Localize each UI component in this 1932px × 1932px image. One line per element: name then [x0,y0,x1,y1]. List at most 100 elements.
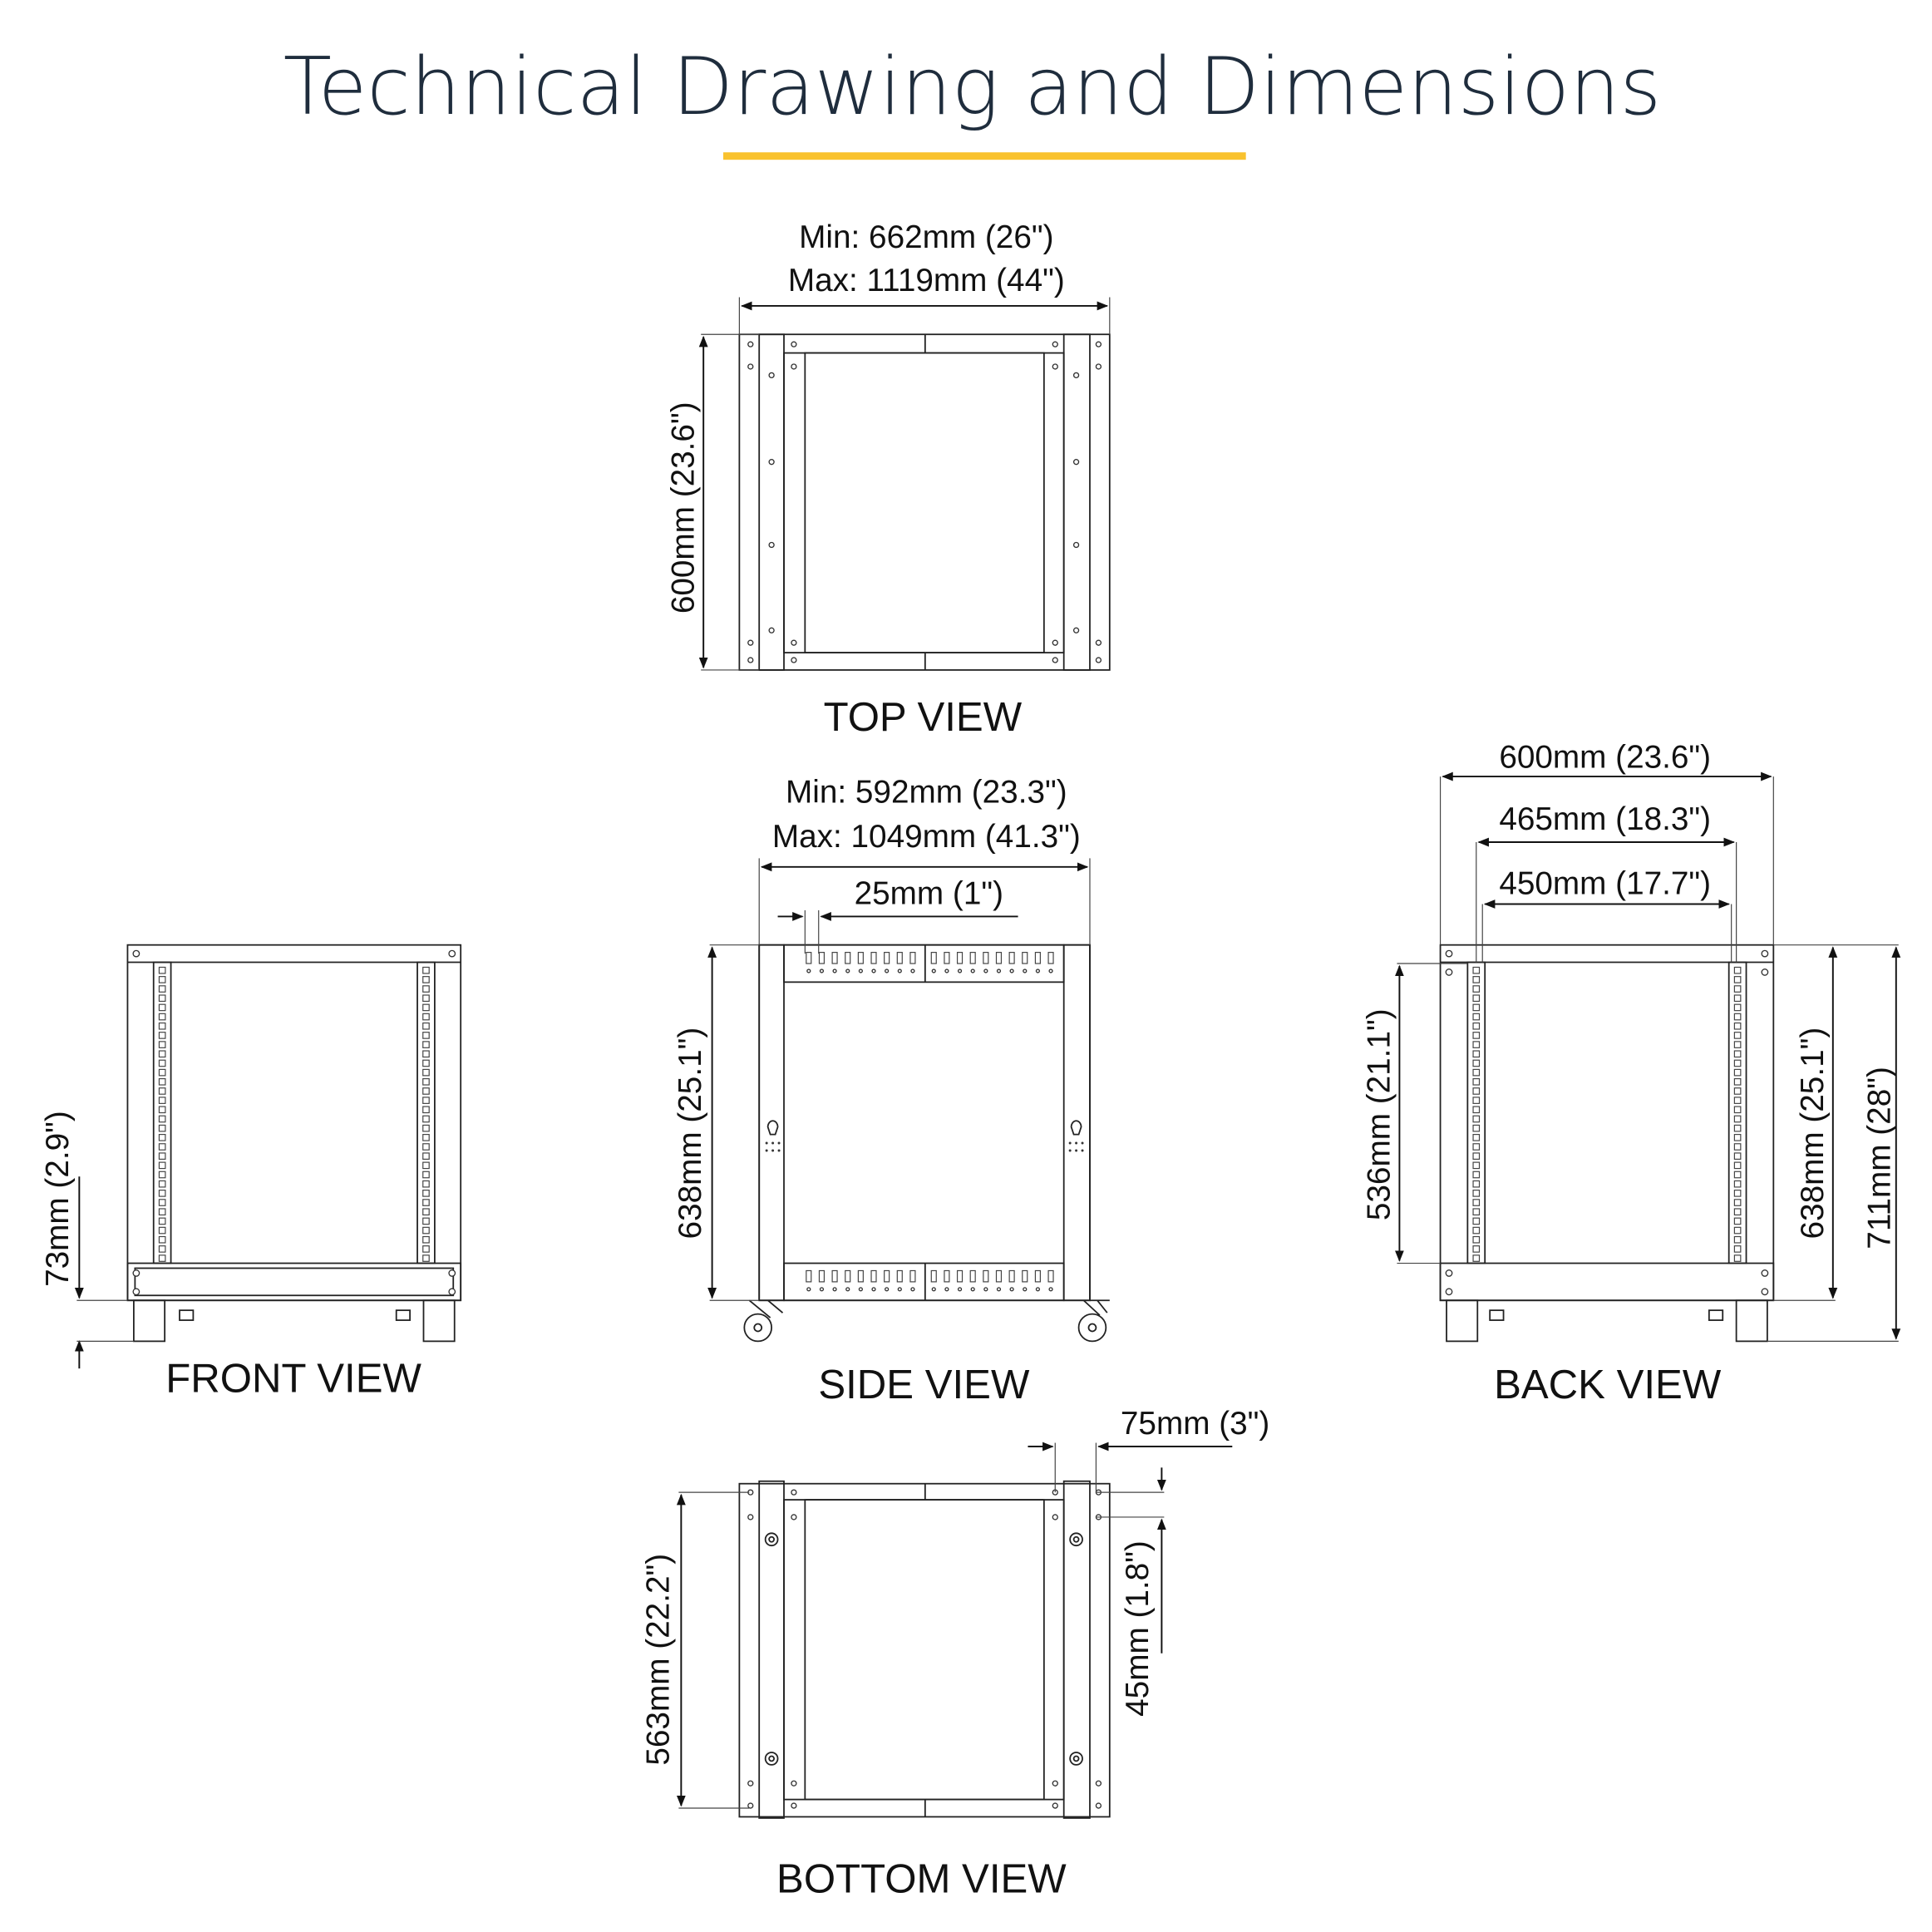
vent-slot [995,1269,1003,1283]
vent-slot [983,1269,989,1283]
vent-hole [832,1287,837,1292]
vent-hole [871,1287,876,1292]
rail-hole [1472,1152,1481,1160]
rail-hole [1472,985,1481,993]
rail-hole [422,1235,430,1244]
vent-hole [970,968,975,973]
vent-slot [818,1269,826,1283]
vent-slot [1034,952,1041,964]
vent-hole [957,1287,963,1292]
rail-hole [158,976,166,983]
rail-hole [1472,1161,1481,1170]
screw-hole [1095,639,1102,646]
rail-hole [422,1199,430,1206]
rail-hole [158,1115,166,1123]
rail-hole [158,1134,166,1141]
vent-hole [996,968,1002,973]
rail-hole [1733,985,1742,993]
rail-hole [422,1226,430,1235]
vent-hole [858,968,863,973]
inner-width-label: 450mm (17.7") [1499,866,1711,902]
rail-hole [422,1013,430,1021]
rail-hole [422,1180,430,1188]
top-view-label: TOP VIEW [824,694,1023,740]
rail-hole [158,1245,166,1253]
back-view-label: BACK VIEW [1494,1362,1722,1407]
vent-hole [944,968,949,973]
rail-hole [1733,966,1742,974]
top-depth-label: 600mm (23.6") [665,402,701,614]
rail-hole [1472,1050,1481,1058]
caster-height-label: 73mm (2.9") [40,1111,76,1287]
rail-hole [158,1003,166,1012]
rail-hole [158,1077,166,1086]
side-view: Min: 592mm (23.3") Max: 1049mm (41.3") 2… [673,774,1110,1407]
rail-hole [158,1208,166,1216]
side-view-label: SIDE VIEW [818,1362,1030,1407]
rail-hole [422,1003,430,1012]
vent-dot [1068,1149,1072,1152]
front-view-label: FRONT VIEW [165,1355,421,1401]
vent-slot [831,952,838,964]
rail-hole [1733,1115,1742,1123]
vent-slot [806,1269,812,1283]
vent-slot [845,952,851,964]
rail-hole [422,1254,430,1262]
rail-hole [422,1059,430,1067]
rail-hole [422,1152,430,1160]
rail-hole [158,1124,166,1132]
vent-slot [969,1269,976,1283]
vent-slot [870,952,877,964]
rail-hole [158,1041,166,1048]
vent-dot [1081,1149,1084,1152]
rail-hole [158,1217,166,1225]
vent-hole [871,968,876,973]
vent-hole [996,1287,1002,1292]
rail-hole [158,1254,166,1262]
vent-dot [1075,1141,1078,1145]
rail-hole [1733,1068,1742,1077]
vent-hole [957,968,963,973]
vent-slot [845,1269,851,1283]
vent-hole [1023,968,1028,973]
rail-hole [1733,1208,1742,1216]
vent-hole [1035,1287,1041,1292]
vent-hole [897,1287,902,1292]
rail-hole [422,1068,430,1077]
rail-hole [158,1171,166,1179]
rail-hole [158,1152,166,1160]
rail-hole [1733,1003,1742,1012]
bottom-offset-y-label: 45mm (1.8") [1120,1540,1156,1717]
vent-slot [1034,1269,1041,1283]
vent-hole [970,1287,975,1292]
rail-hole [158,966,166,974]
rail-hole [1733,1226,1742,1235]
screw-hole [1052,1780,1058,1787]
total-height-label: 711mm (28") [1861,1067,1897,1249]
screw-hole [768,459,775,466]
screw-hole [747,639,754,646]
rail-hole [422,1097,430,1104]
vent-slot [995,952,1003,964]
vent-hole [910,968,915,973]
rail-hole [1733,1143,1742,1151]
screw-hole [1072,627,1080,633]
vent-hole [944,1287,949,1292]
vent-dot [771,1141,775,1145]
screw-hole [768,541,775,549]
vent-slot [1008,952,1015,964]
rail-hole [158,1068,166,1077]
rail-hole [1472,1245,1481,1253]
rail-hole [1733,1106,1742,1114]
rail-hole [422,1087,430,1095]
vent-slot [1047,1269,1054,1283]
screw-hole [747,1514,754,1520]
screw-hole [1095,363,1102,370]
vent-slot [884,1269,890,1283]
screw-hole [791,1802,797,1809]
vent-hole [983,968,988,973]
bottom-offset-x-label: 75mm (3") [1121,1406,1269,1442]
screw-hole [791,1489,797,1496]
screw-hole [1052,363,1058,370]
vent-hole [819,1287,825,1292]
